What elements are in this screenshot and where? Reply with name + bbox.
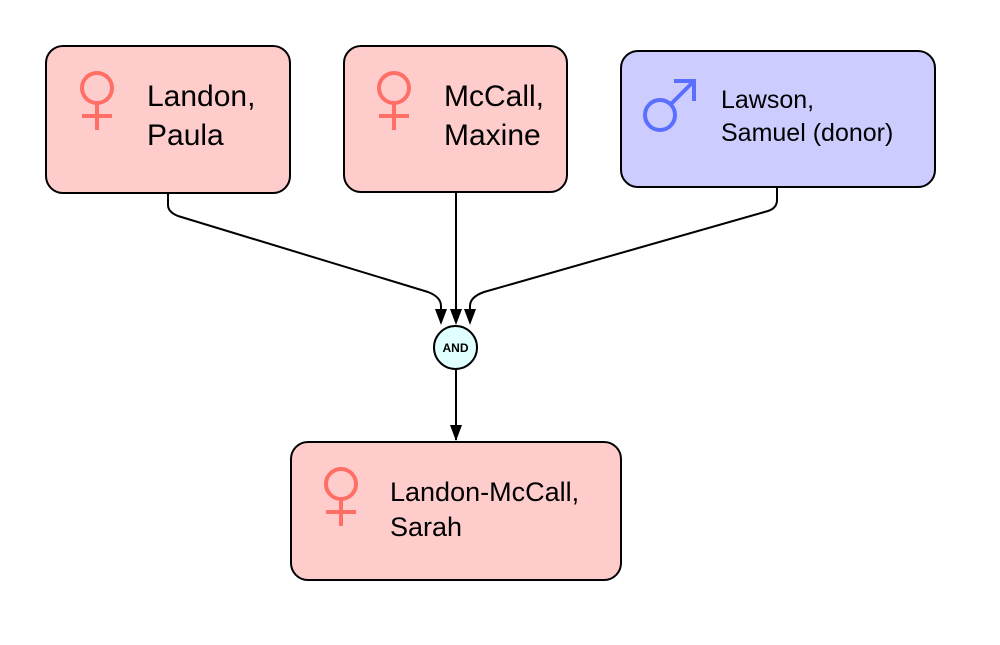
and-label: AND (442, 340, 469, 355)
surname: Lawson, (721, 86, 815, 114)
and-junction-node[interactable]: AND (433, 325, 478, 370)
female-symbol-icon (377, 71, 411, 130)
person-name: Landon, Paula (147, 77, 255, 155)
female-symbol-icon (324, 467, 358, 526)
given-name: Maxine (444, 119, 541, 152)
female-symbol-icon (80, 71, 114, 130)
surname: Landon, (147, 80, 256, 113)
person-name: Lawson, Samuel (donor) (721, 84, 893, 149)
person-node-paula[interactable]: Landon, Paula (45, 45, 291, 194)
person-node-sarah[interactable]: Landon-McCall, Sarah (290, 441, 622, 581)
given-name: Sarah (390, 512, 463, 543)
person-node-samuel[interactable]: Lawson, Samuel (donor) (620, 50, 936, 188)
male-symbol-icon (643, 79, 696, 132)
surname: Landon-McCall, (390, 477, 580, 507)
edge-paula-to-and (167, 193, 442, 322)
arrowhead-maxine (450, 309, 462, 325)
arrowhead-samuel (464, 309, 476, 325)
person-node-maxine[interactable]: McCall, Maxine (343, 45, 568, 193)
surname: McCall, (444, 80, 545, 113)
arrowhead-sarah (450, 425, 462, 441)
person-name: McCall, Maxine (444, 77, 544, 155)
arrowhead-paula (435, 309, 447, 325)
given-name: Samuel (donor) (721, 118, 894, 147)
given-name: Paula (147, 119, 224, 152)
person-name: Landon-McCall, Sarah (390, 475, 579, 545)
edge-samuel-to-and (469, 187, 778, 322)
